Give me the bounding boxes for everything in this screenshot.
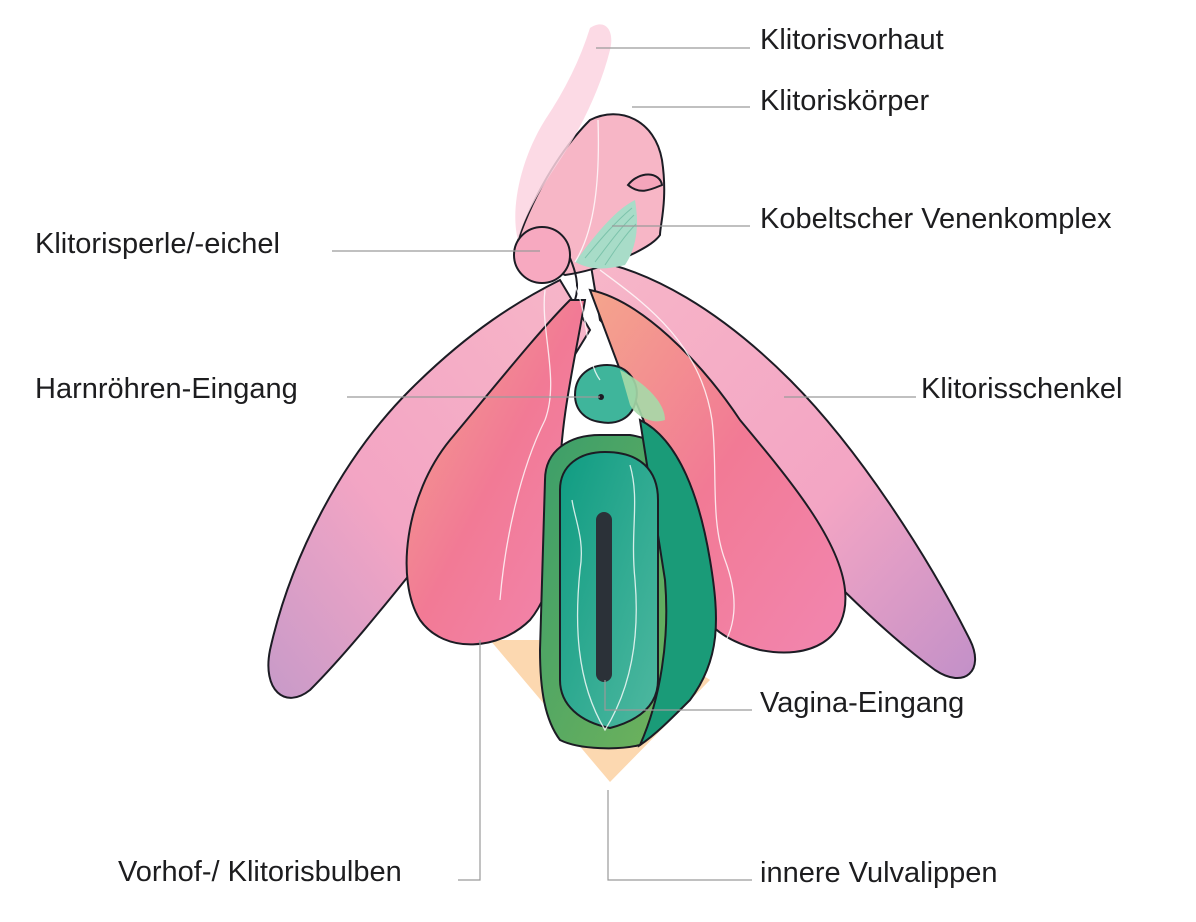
- vestibular-bulb-left: [405, 299, 587, 646]
- glans-shape: [513, 226, 571, 284]
- label-inner-labia: innere Vulvalippen: [760, 857, 998, 889]
- label-kobelt-venous-complex: Kobeltscher Venenkomplex: [760, 203, 1112, 235]
- label-vestibular-bulbs: Vorhof-/ Klitorisbulben: [118, 856, 402, 888]
- urethra-highlight: [620, 370, 665, 422]
- kobelt-vein-lines: [584, 207, 637, 266]
- contour-lines: [499, 119, 735, 651]
- leader-lines: [332, 47, 916, 881]
- clitoral-hood-shape: [515, 24, 612, 241]
- vaginal-opening-shape: [596, 512, 612, 682]
- vestibule-inner-line: [571, 464, 637, 732]
- glans-edge: [569, 257, 579, 301]
- body-tip: [626, 173, 664, 192]
- label-clitoral-body: Klitoriskörper: [760, 85, 930, 117]
- label-urethral-opening: Harnröhren-Eingang: [35, 373, 298, 405]
- label-clitoral-hood: Klitorisvorhaut: [760, 24, 944, 56]
- label-crura: Klitorisschenkel: [921, 373, 1122, 405]
- label-glans: Klitorisperle/-eichel: [35, 228, 280, 260]
- label-vaginal-opening: Vagina-Eingang: [760, 687, 964, 719]
- urethra-dot: [598, 394, 604, 400]
